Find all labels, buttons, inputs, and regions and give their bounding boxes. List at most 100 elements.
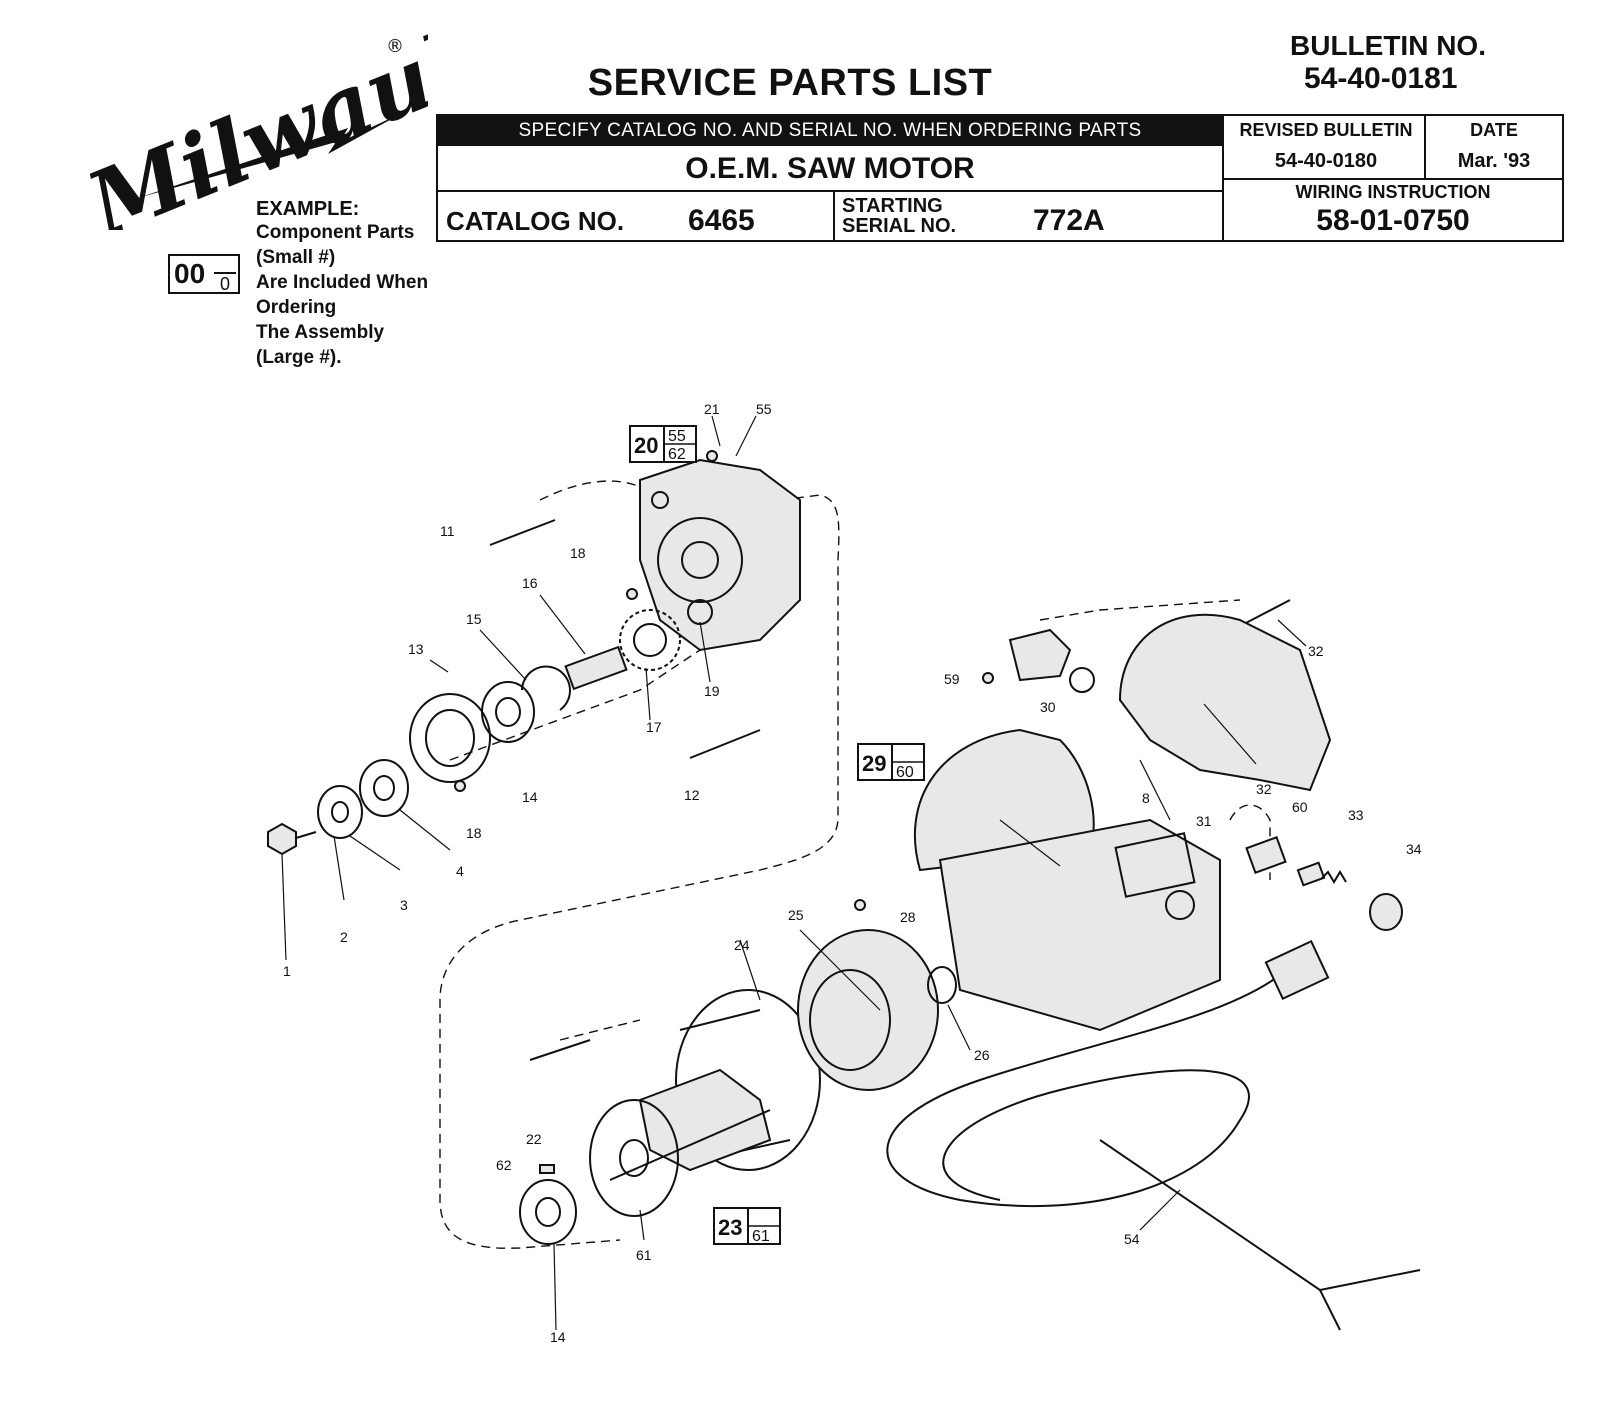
callout-18-lower: 18: [466, 825, 482, 841]
retaining-ring-15: [521, 665, 571, 711]
callout-11: 11: [440, 523, 455, 539]
field-25: [797, 929, 939, 1091]
screw-18-upper: [626, 588, 638, 600]
cord-54: [886, 939, 1421, 1331]
bearing-retainer-13: [409, 693, 491, 783]
callout-54: 54: [1124, 1231, 1140, 1247]
dashed-outline-upper: [539, 480, 661, 501]
assembly-23-number: 23: [718, 1215, 742, 1240]
callout-55: 55: [756, 401, 772, 417]
brush-holder-60: [1245, 836, 1287, 874]
callout-30: 30: [1040, 699, 1056, 715]
callout-32-upper: 32: [1308, 643, 1324, 659]
example-assembly-box: 00 0: [168, 254, 240, 294]
fan-61: [589, 1099, 679, 1217]
bearing-26: [927, 966, 957, 1004]
screw-21: [706, 450, 718, 462]
wiring-value: 58-01-0750: [1316, 204, 1470, 237]
example-line: Are Included When: [256, 272, 429, 293]
assembly-20-number: 20: [634, 433, 658, 458]
washer-3: [317, 785, 363, 839]
wiring-label: WIRING INSTRUCTION: [1295, 182, 1491, 202]
callout-32-lower: 32: [1256, 781, 1272, 797]
callout-12: 12: [684, 787, 700, 803]
date-label: DATE: [1470, 120, 1518, 140]
callout-34: 34: [1406, 841, 1422, 857]
callout-4: 4: [456, 863, 464, 879]
callout-25: 25: [788, 907, 804, 923]
bolt-1: [267, 822, 317, 856]
assembly-box-20: 20 55 62: [629, 425, 697, 463]
callout-8: 8: [1142, 790, 1150, 806]
assembly-box-29: 29 60: [857, 743, 925, 781]
callout-24: 24: [734, 937, 750, 953]
bulletin-info-box: REVISED BULLETIN 54-40-0180 DATE Mar. '9…: [1224, 114, 1564, 242]
callout-14-lower: 14: [550, 1329, 566, 1345]
dashed-outline-main: [439, 494, 840, 1249]
revised-bulletin-value: 54-40-0180: [1274, 150, 1378, 172]
callout-14-upper: 14: [522, 789, 538, 805]
registered-mark: ®: [386, 36, 404, 57]
page-title: SERVICE PARTS LIST: [587, 62, 993, 104]
handle-31: [1118, 613, 1332, 792]
dashed-axis-4: [1229, 804, 1271, 880]
spindle-16: [564, 645, 628, 691]
armature-23: [609, 1068, 772, 1181]
assembly-29-component-1: 60: [896, 764, 914, 781]
motor-housing-29: [913, 728, 1221, 1032]
bearing-14-lower: [519, 1179, 577, 1245]
screw-59: [982, 672, 994, 684]
dashed-axis-3: [1039, 599, 1241, 621]
callout-2: 2: [340, 929, 348, 945]
gear-17: [619, 609, 681, 671]
serial-label: STARTING SERIAL NO.: [842, 196, 956, 236]
serial-label-line1: STARTING: [842, 195, 943, 217]
leader-lines: [281, 415, 1307, 1331]
callout-62: 62: [496, 1157, 512, 1173]
example-heading: EXAMPLE:: [256, 198, 360, 220]
callout-26: 26: [974, 1047, 990, 1063]
callout-13: 13: [408, 641, 424, 657]
callout-18-upper: 18: [570, 545, 586, 561]
dashed-axis-2: [559, 1019, 641, 1041]
catalog-label: CATALOG NO.: [446, 206, 625, 236]
serial-label-line2: SERIAL NO.: [842, 215, 957, 237]
date-value: Mar. '93: [1457, 150, 1531, 172]
brush-holder-30: [1008, 628, 1095, 693]
gear-case-20: [639, 458, 801, 652]
callout-61: 61: [636, 1247, 652, 1263]
nut-28: [854, 899, 866, 911]
assembly-20-component-2: 62: [668, 446, 686, 463]
assembly-29-number: 29: [862, 751, 886, 776]
rev-date-divider: [1424, 116, 1426, 178]
assembly-23-component-1: 61: [752, 1228, 770, 1245]
example-line: Component Parts: [256, 222, 415, 243]
example-line: Ordering: [256, 297, 337, 318]
callout-33: 33: [1348, 807, 1364, 823]
header-info-box: SPECIFY CATALOG NO. AND SERIAL NO. WHEN …: [436, 114, 1224, 242]
serial-divider: [833, 192, 835, 240]
example-line: (Small #): [256, 247, 336, 268]
callout-28: 28: [900, 909, 916, 925]
revised-bulletin-label: REVISED BULLETIN: [1239, 120, 1413, 140]
washer-4: [359, 759, 409, 817]
screw-22: [529, 1039, 591, 1061]
callout-3: 3: [400, 897, 408, 913]
specify-note: SPECIFY CATALOG NO. AND SERIAL NO. WHEN …: [438, 116, 1222, 146]
callout-60: 60: [1292, 799, 1308, 815]
screw-11: [489, 519, 556, 546]
example-large-number: 00: [174, 258, 206, 289]
callout-17: 17: [646, 719, 662, 735]
callout-1: 1: [283, 963, 291, 979]
assembly-20-component-1: 55: [668, 428, 686, 445]
assembly-box-23: 23 61: [713, 1207, 781, 1245]
callout-16: 16: [522, 575, 538, 591]
screw-18-lower: [454, 780, 466, 792]
example-line: (Large #).: [256, 347, 342, 368]
serial-number: 772A: [1033, 204, 1105, 237]
example-line: The Assembly: [256, 322, 385, 343]
catalog-number: 6465: [688, 204, 755, 237]
bulletin-label: BULLETIN NO.: [1290, 30, 1486, 61]
callout-21: 21: [704, 401, 720, 417]
